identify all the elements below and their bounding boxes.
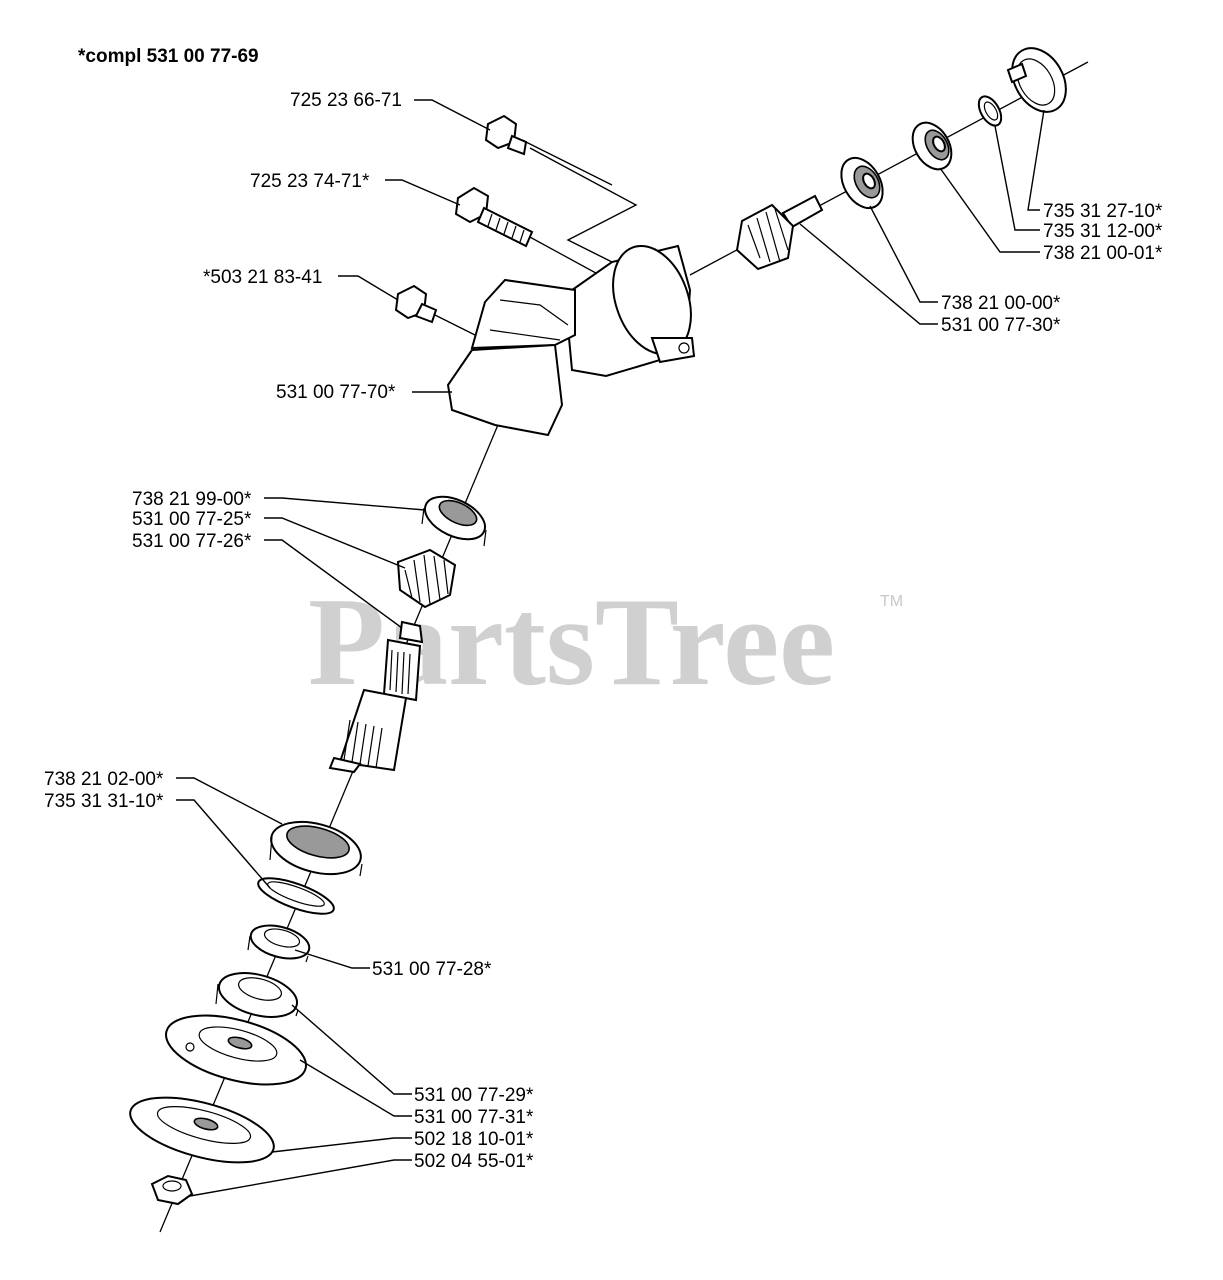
leader-725237471 — [385, 179, 461, 206]
screw-axis-1 — [521, 139, 613, 186]
pinion-gear-part — [735, 194, 824, 271]
label-735313110: 735 31 31-10* — [44, 791, 164, 812]
leader-531007725 — [264, 517, 406, 569]
bearing-738210200 — [269, 820, 363, 877]
circlip-735313110 — [257, 877, 335, 915]
upper-bearing-2-part — [840, 156, 884, 210]
bevel-gear-531007725 — [396, 548, 457, 609]
label-531007725: 531 00 77-25* — [132, 509, 252, 530]
leader-502181001 — [271, 1137, 412, 1153]
leader-531007731 — [299, 1059, 412, 1117]
main-axis — [159, 419, 501, 1233]
leader-531007728 — [294, 949, 370, 969]
washer-502181001 — [129, 1096, 275, 1164]
shim-washer-part — [977, 95, 1003, 127]
leader-725236671 — [414, 99, 491, 131]
assembly-title: *compl 531 00 77-69 — [78, 46, 259, 67]
screw-503218341 — [394, 284, 438, 324]
leader-738210001 — [939, 167, 1040, 253]
label-502045501: 502 04 55-01* — [414, 1151, 534, 1172]
label-738210001: 738 21 00-01* — [1043, 243, 1163, 264]
leader-735311200 — [994, 125, 1040, 231]
support-flange-531007731 — [165, 1014, 307, 1086]
label-725237471: 725 23 74-71* — [250, 171, 370, 192]
shaft-531007726 — [328, 620, 424, 774]
screw-725237471 — [454, 186, 534, 248]
circlip-part — [1006, 47, 1067, 113]
nut-502045501 — [150, 1174, 194, 1206]
label-531007726: 531 00 77-26* — [132, 531, 252, 552]
leader-531007729 — [291, 1004, 412, 1095]
spacer-531007728 — [247, 924, 311, 963]
bearing-738219900 — [421, 495, 487, 547]
label-531007770: 531 00 77-70* — [276, 382, 396, 403]
leader-735312710 — [1027, 109, 1045, 211]
label-738219900: 738 21 99-00* — [132, 489, 252, 510]
label-738210000: 738 21 00-00* — [941, 293, 1061, 314]
label-725236671: 725 23 66-71 — [290, 90, 402, 111]
label-531007731: 531 00 77-31* — [414, 1107, 534, 1128]
screw-axis-2 — [527, 235, 606, 279]
label-531007729: 531 00 77-29* — [414, 1085, 534, 1106]
collar-531007729 — [215, 972, 299, 1018]
upper-bearing-1-part — [911, 121, 953, 171]
leader-531007730 — [799, 223, 938, 325]
leader-735313110 — [176, 799, 271, 889]
gear-housing-part — [446, 244, 696, 437]
leader-738210000 — [869, 205, 938, 303]
label-531007728: 531 00 77-28* — [372, 959, 492, 980]
leader-725-housing — [529, 147, 638, 263]
label-503218341: *503 21 83-41 — [203, 267, 322, 288]
leader-502045501 — [189, 1159, 412, 1197]
label-738210200: 738 21 02-00* — [44, 769, 164, 790]
leader-738219900 — [264, 497, 426, 511]
label-735312710: 735 31 27-10* — [1043, 201, 1163, 222]
label-735311200: 735 31 12-00* — [1043, 221, 1163, 242]
leader-531007726 — [264, 539, 403, 629]
leader-738210200 — [176, 777, 283, 825]
trademark-text: TM — [880, 593, 903, 610]
screw-725236671 — [484, 114, 528, 156]
label-502181001: 502 18 10-01* — [414, 1129, 534, 1150]
leader-503218341 — [338, 275, 399, 301]
label-531007730: 531 00 77-30* — [941, 315, 1061, 336]
